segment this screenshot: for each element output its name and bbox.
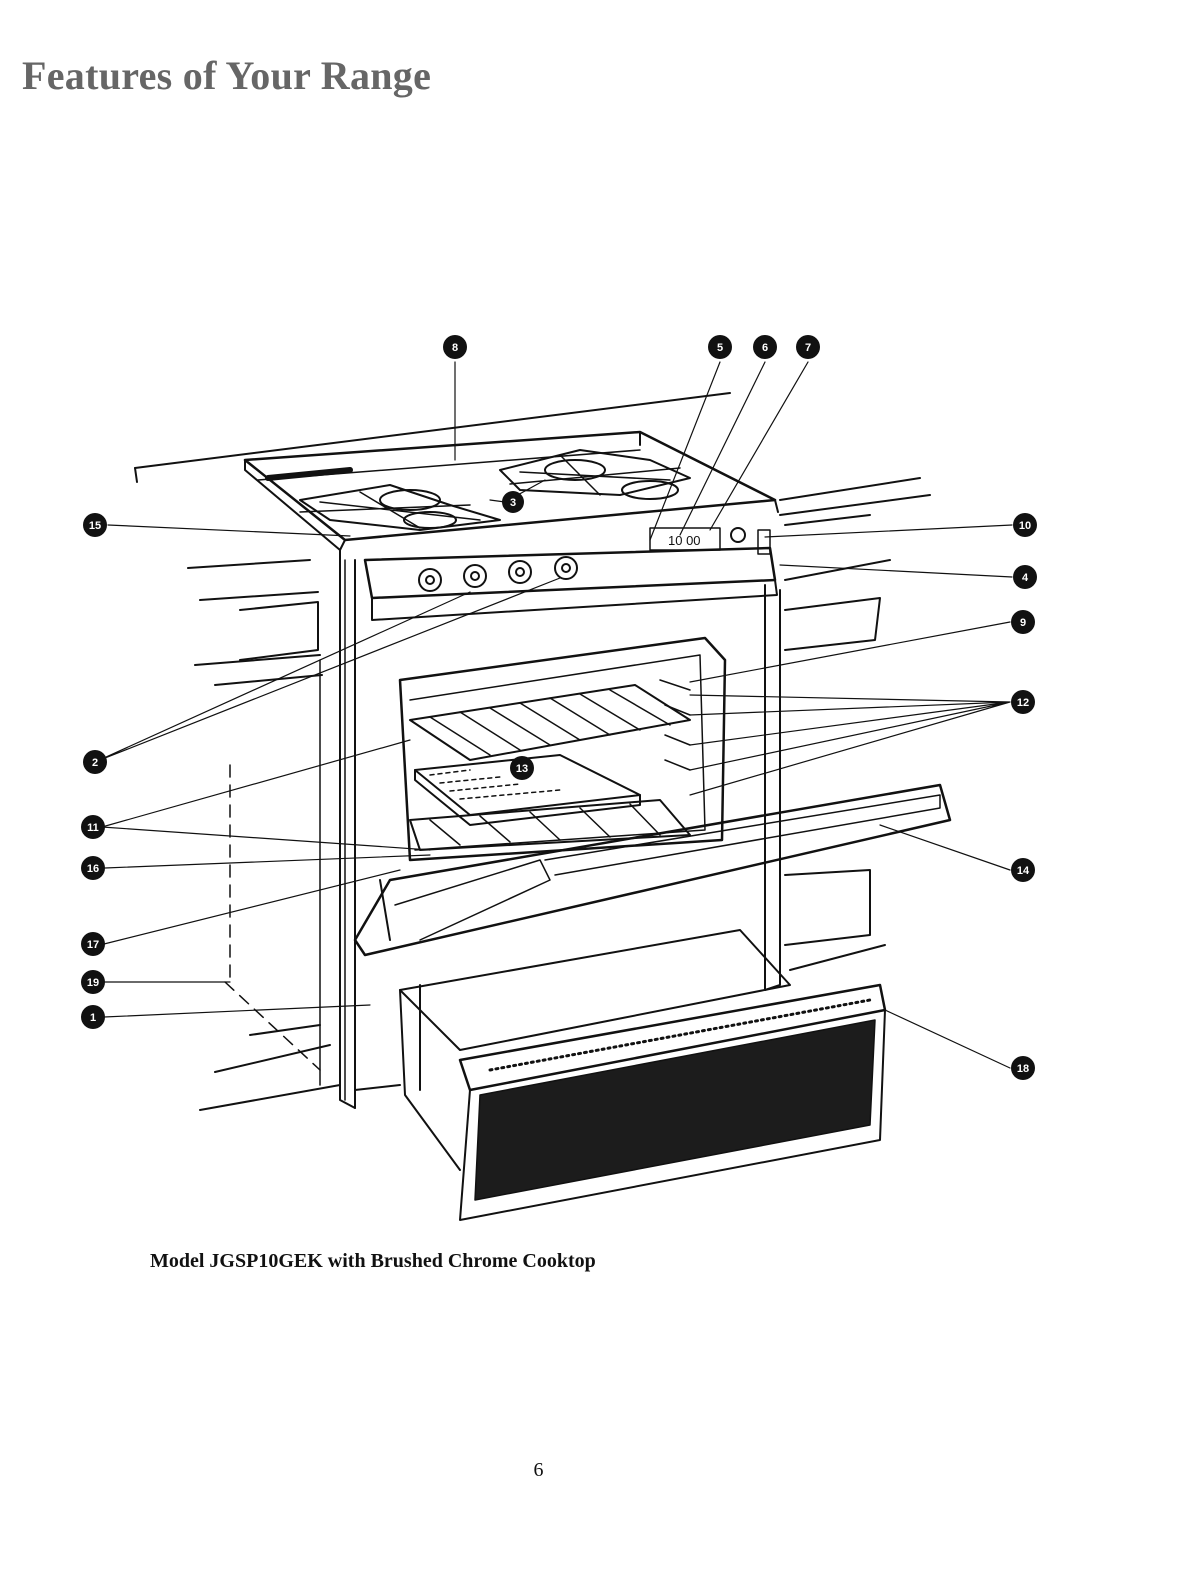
svg-text:12: 12 [1017,697,1029,709]
svg-text:10: 10 [1019,520,1031,532]
counter-lines [135,393,930,1110]
callout-1: 1 [81,1005,105,1029]
control-panel: 10 00 [365,528,777,620]
callout-15: 15 [83,513,107,537]
figure-caption: Model JGSP10GEK with Brushed Chrome Cook… [150,1250,596,1273]
callout-17: 17 [81,932,105,956]
svg-text:17: 17 [87,939,99,951]
svg-text:11: 11 [87,822,99,834]
svg-text:4: 4 [1022,572,1029,584]
callout-7: 7 [796,335,820,359]
svg-text:6: 6 [762,342,768,354]
page-number: 6 [0,1459,1077,1482]
svg-text:9: 9 [1020,617,1026,629]
svg-text:16: 16 [87,863,99,875]
oven-cavity [400,638,725,860]
svg-text:14: 14 [1017,865,1030,877]
callout-2: 2 [83,750,107,774]
clock-display: 10 00 [668,533,701,548]
storage-drawer [400,930,885,1220]
svg-text:1: 1 [90,1012,96,1024]
callout-12: 12 [1011,690,1035,714]
callouts: 8 5 6 7 3 15 10 4 9 12 2 13 11 16 14 17 … [81,335,1037,1080]
svg-text:8: 8 [452,342,458,354]
callout-19: 19 [81,970,105,994]
svg-text:18: 18 [1017,1063,1029,1075]
callout-3: 3 [502,491,524,513]
svg-text:15: 15 [89,520,101,532]
callout-4: 4 [1013,565,1037,589]
callout-13: 13 [510,756,534,780]
svg-text:3: 3 [510,497,516,509]
callout-9: 9 [1011,610,1035,634]
callout-11: 11 [81,815,105,839]
callout-18: 18 [1011,1056,1035,1080]
svg-text:19: 19 [87,977,99,989]
range-body [320,550,780,1108]
callout-6: 6 [753,335,777,359]
callout-5: 5 [708,335,732,359]
callout-14: 14 [1011,858,1035,882]
svg-text:13: 13 [516,763,528,775]
callout-8: 8 [443,335,467,359]
svg-text:7: 7 [805,342,811,354]
svg-text:5: 5 [717,342,723,354]
callout-16: 16 [81,856,105,880]
svg-text:2: 2 [92,757,98,769]
callout-10: 10 [1013,513,1037,537]
